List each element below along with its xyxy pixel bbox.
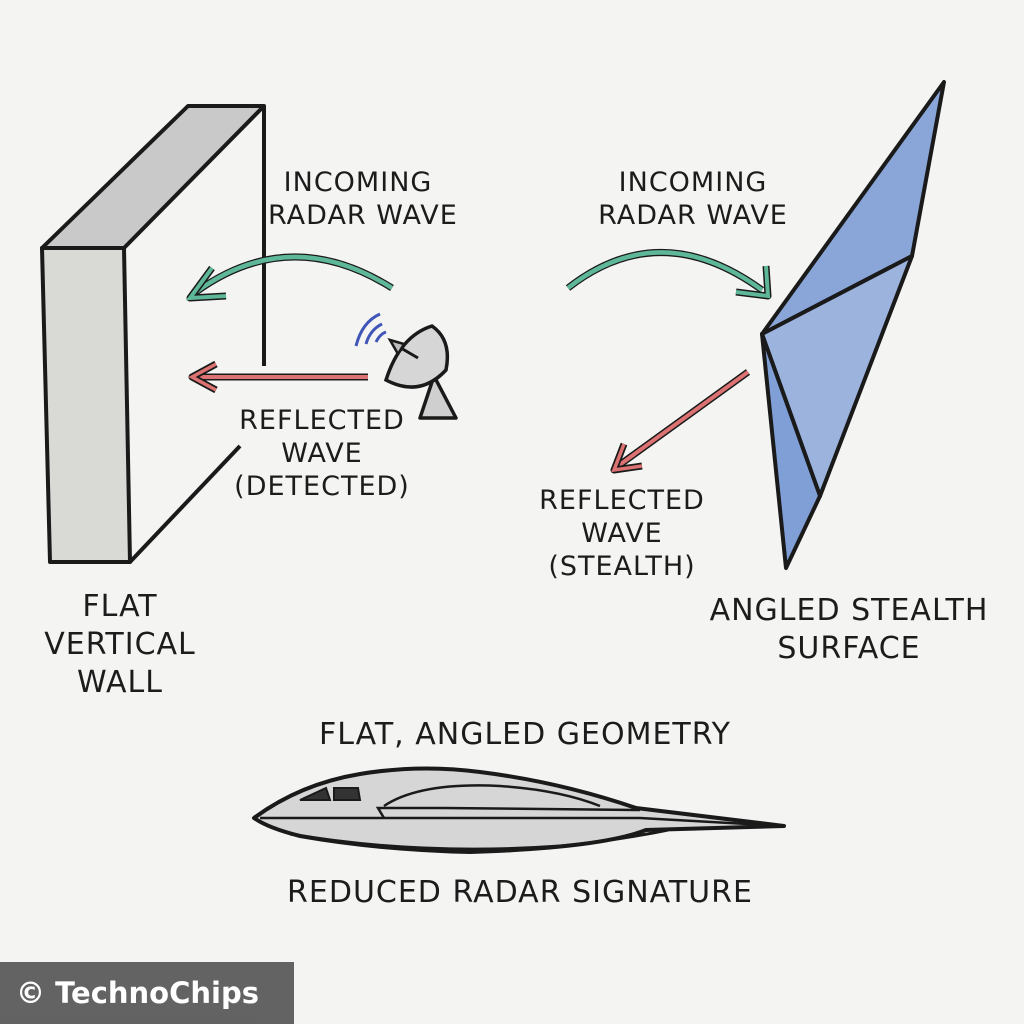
right-reflected-line-3: (STEALTH) (548, 551, 696, 582)
right-object-line-1: ANGLED STEALTH (709, 593, 989, 628)
right-incoming-label: INCOMING RADAR WAVE (588, 166, 798, 232)
left-reflected-line-2: WAVE (281, 438, 363, 469)
stealth-surface (760, 80, 946, 570)
wall-front-face (40, 246, 132, 564)
wall-top-face (40, 104, 266, 250)
left-incoming-label: INCOMING RADAR WAVE (268, 166, 458, 232)
right-incoming-line-2: RADAR WAVE (598, 200, 788, 231)
left-reflected-arrow (188, 360, 368, 394)
flat-wall (40, 104, 266, 564)
left-incoming-arrow (185, 253, 394, 302)
left-reflected-label: REFLECTED WAVE (DETECTED) (230, 404, 414, 503)
radar-waves (354, 312, 381, 347)
left-object-line-2: VERTICAL (44, 627, 196, 662)
radar-dish-icon (354, 312, 458, 420)
right-object-label: ANGLED STEALTH SURFACE (704, 592, 994, 668)
geometry-heading: FLAT, ANGLED GEOMETRY (319, 717, 731, 752)
cockpit-window-rear (333, 787, 362, 801)
right-reflected-line-1: REFLECTED (539, 485, 705, 516)
stealth-facet-lower (760, 332, 822, 570)
left-incoming-line-1: INCOMING (283, 167, 433, 198)
left-reflected-line-1: REFLECTED (239, 405, 405, 436)
right-incoming-line-1: INCOMING (618, 167, 768, 198)
stealth-aircraft-icon (252, 766, 786, 854)
left-reflected-line-3: (DETECTED) (234, 471, 410, 502)
left-object-line-3: WALL (77, 665, 163, 700)
left-object-line-1: FLAT (82, 589, 158, 624)
left-object-label: FLAT VERTICAL WALL (38, 588, 202, 702)
wall-bottom-edge (128, 444, 242, 564)
right-reflected-label: REFLECTED WAVE (STEALTH) (532, 484, 712, 583)
left-incoming-line-2: RADAR WAVE (268, 200, 458, 231)
right-incoming-arrow (565, 249, 772, 300)
signature-caption: REDUCED RADAR SIGNATURE (287, 875, 753, 910)
right-reflected-line-2: WAVE (581, 518, 663, 549)
right-object-line-2: SURFACE (777, 631, 921, 666)
watermark-badge: © TechnoChips (0, 962, 294, 1024)
right-reflected-arrow (610, 369, 751, 474)
cockpit-window-front (299, 786, 332, 801)
